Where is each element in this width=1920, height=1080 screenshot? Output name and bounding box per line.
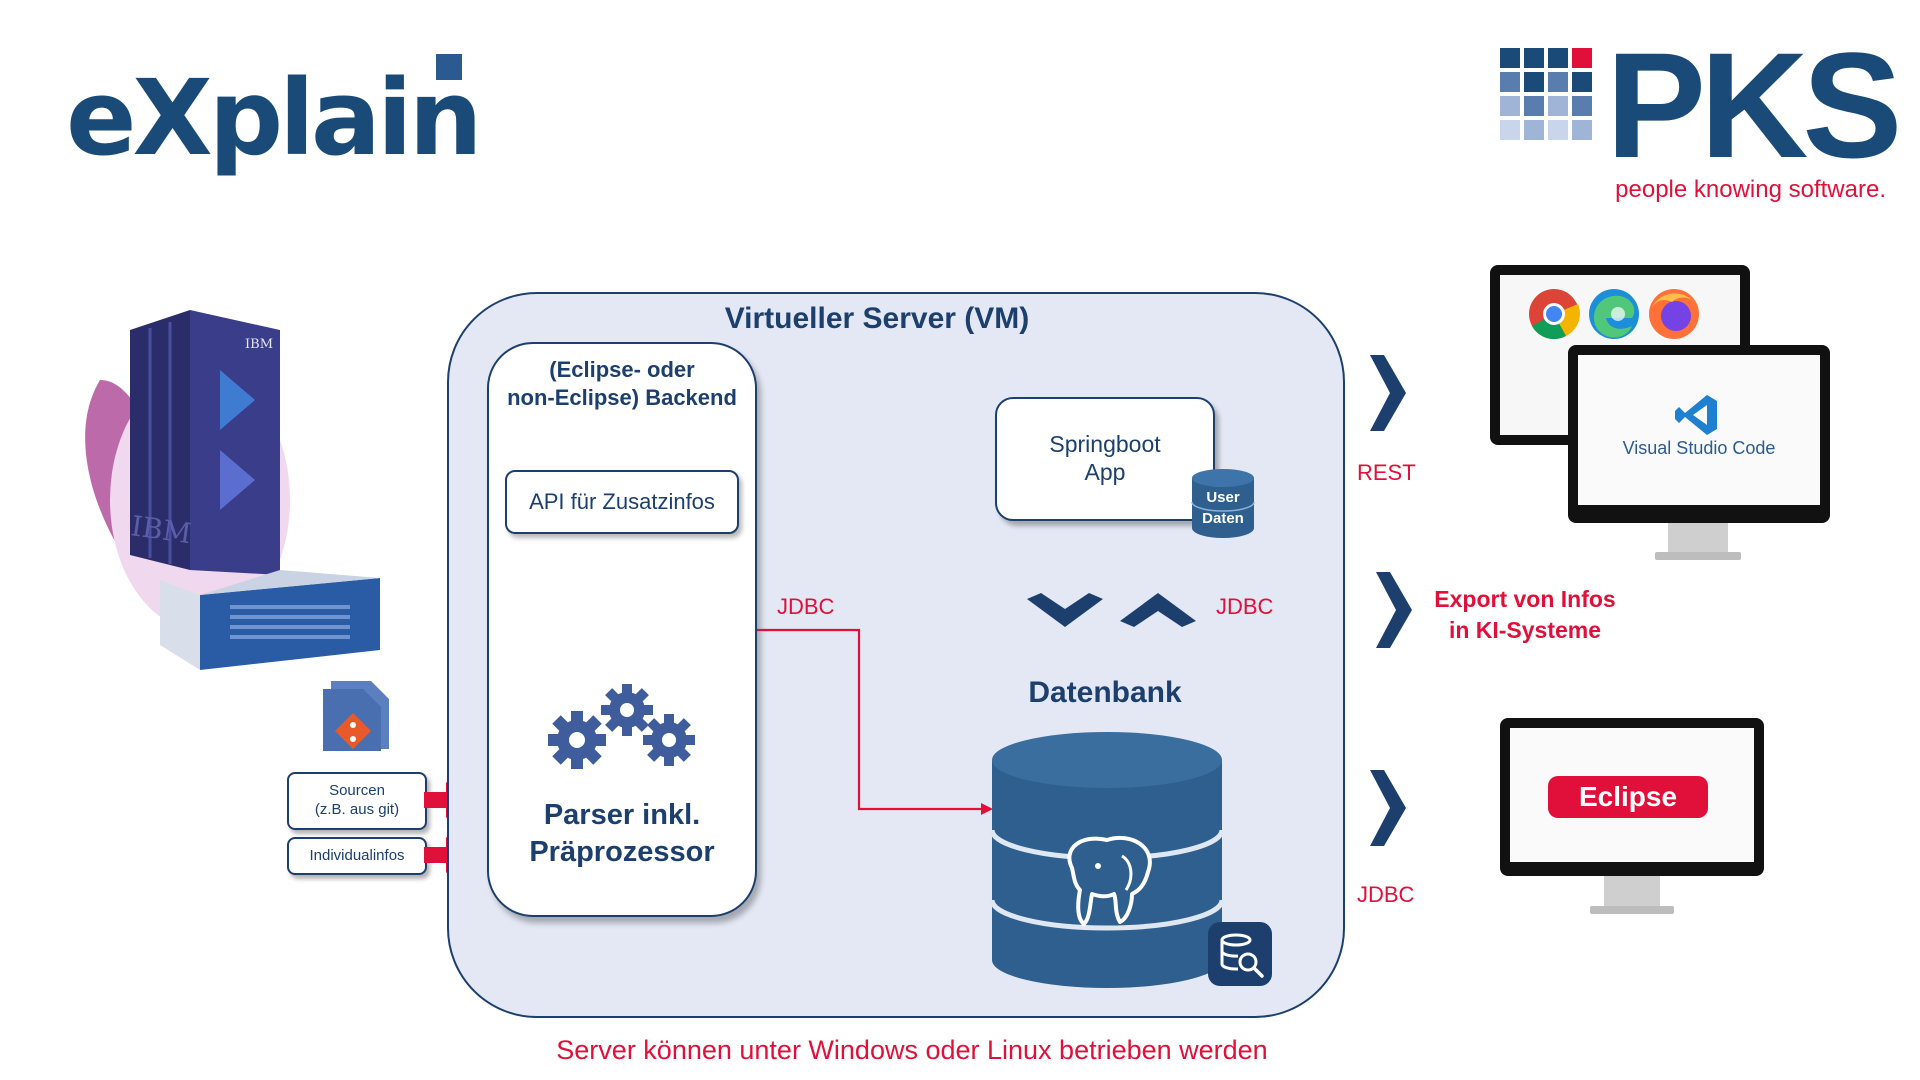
- chevron-down-icon: [1027, 593, 1103, 627]
- db-search-icon: [1208, 922, 1272, 986]
- user-daten-line2: Daten: [1202, 510, 1244, 527]
- api-zusatzinfos-label: API für Zusatzinfos: [529, 489, 715, 514]
- parser-label: Parser inkl. Präprozessor: [487, 797, 757, 871]
- sourcen-label: Sourcen: [329, 782, 385, 799]
- export-label-line1: Export von Infos: [1434, 586, 1616, 612]
- vscode-monitor: [1568, 345, 1830, 523]
- rest-label: REST: [1357, 460, 1416, 485]
- user-daten-line1: User: [1206, 489, 1240, 506]
- springboot-box: [995, 397, 1215, 521]
- explain-logo-square: [436, 54, 462, 80]
- vscode-monitor-stand: [1668, 523, 1728, 553]
- jdbc-label-eclipse: JDBC: [1357, 882, 1415, 907]
- individualinfos-label: Individualinfos: [309, 847, 405, 864]
- backend-title-line2: non-Eclipse) Backend: [507, 385, 737, 410]
- edge-icon: [1589, 289, 1639, 339]
- springboot-label-line2: App: [1084, 459, 1126, 485]
- sourcen-sublabel: (z.B. aus git): [314, 801, 400, 818]
- postgres-elephant-icon: [1067, 835, 1152, 926]
- chevron-right-icon: [1370, 770, 1406, 846]
- parser-label-line2: Präprozessor: [529, 836, 715, 868]
- parser-label-line1: Parser inkl.: [543, 799, 701, 831]
- backend-title: (Eclipse- oder non-Eclipse) Backend: [487, 356, 757, 412]
- eclipse-monitor-stand: [1604, 876, 1660, 908]
- individualinfos-box: Individualinfos: [287, 837, 427, 875]
- ibm-top-label: IBM: [245, 337, 273, 352]
- jdbc-arrowhead-icon: [981, 803, 993, 815]
- jdbc-label-right: JDBC: [1216, 594, 1274, 619]
- git-file-icon: [323, 681, 389, 751]
- user-daten-db-icon: [1191, 469, 1255, 538]
- chevron-up-icon: [1120, 593, 1196, 627]
- ibm-server-icon: IBM IBM: [85, 310, 380, 670]
- pks-logo-text: PKS: [1606, 21, 1902, 189]
- sourcen-box: Sourcen (z.B. aus git): [287, 772, 427, 830]
- postgres-db-cylinder-icon: [989, 732, 1225, 988]
- backend-box: [487, 342, 757, 917]
- vscode-icon: [1675, 395, 1717, 435]
- datenbank-title: Datenbank: [1028, 676, 1182, 709]
- gears-icon: [548, 684, 695, 769]
- explain-logo-text: eXplain: [66, 57, 483, 179]
- jdbc-connector-line: [757, 628, 993, 815]
- springboot-label-line1: Springboot: [1049, 431, 1161, 457]
- chevron-right-icon: [1370, 355, 1406, 431]
- firefox-icon: [1649, 289, 1699, 339]
- springboot-label: Springboot App: [995, 430, 1215, 486]
- explain-logo: eXplain: [66, 58, 486, 178]
- user-daten-label: User Daten: [1190, 487, 1256, 529]
- jdbc-label-left: JDBC: [777, 594, 835, 619]
- vm-title: Virtueller Server (VM): [724, 302, 1030, 335]
- vscode-label: Visual Studio Code: [1622, 438, 1776, 458]
- export-label: Export von Infos in KI-Systeme: [1410, 584, 1640, 646]
- pks-tagline: people knowing software.: [1615, 176, 1886, 203]
- vscode-monitor-base: [1655, 552, 1741, 560]
- export-label-line2: in KI-Systeme: [1448, 617, 1602, 643]
- eclipse-monitor-base: [1590, 906, 1674, 914]
- chrome-icon: [1529, 289, 1580, 340]
- chevron-right-icon: [1376, 572, 1412, 648]
- pks-logo-grid-icon: [1500, 48, 1592, 140]
- footer-note: Server können unter Windows oder Linux b…: [556, 1035, 1268, 1065]
- api-zusatzinfos-box: API für Zusatzinfos: [505, 470, 739, 534]
- eclipse-badge: Eclipse: [1548, 776, 1708, 818]
- backend-title-line1: (Eclipse- oder: [549, 357, 695, 382]
